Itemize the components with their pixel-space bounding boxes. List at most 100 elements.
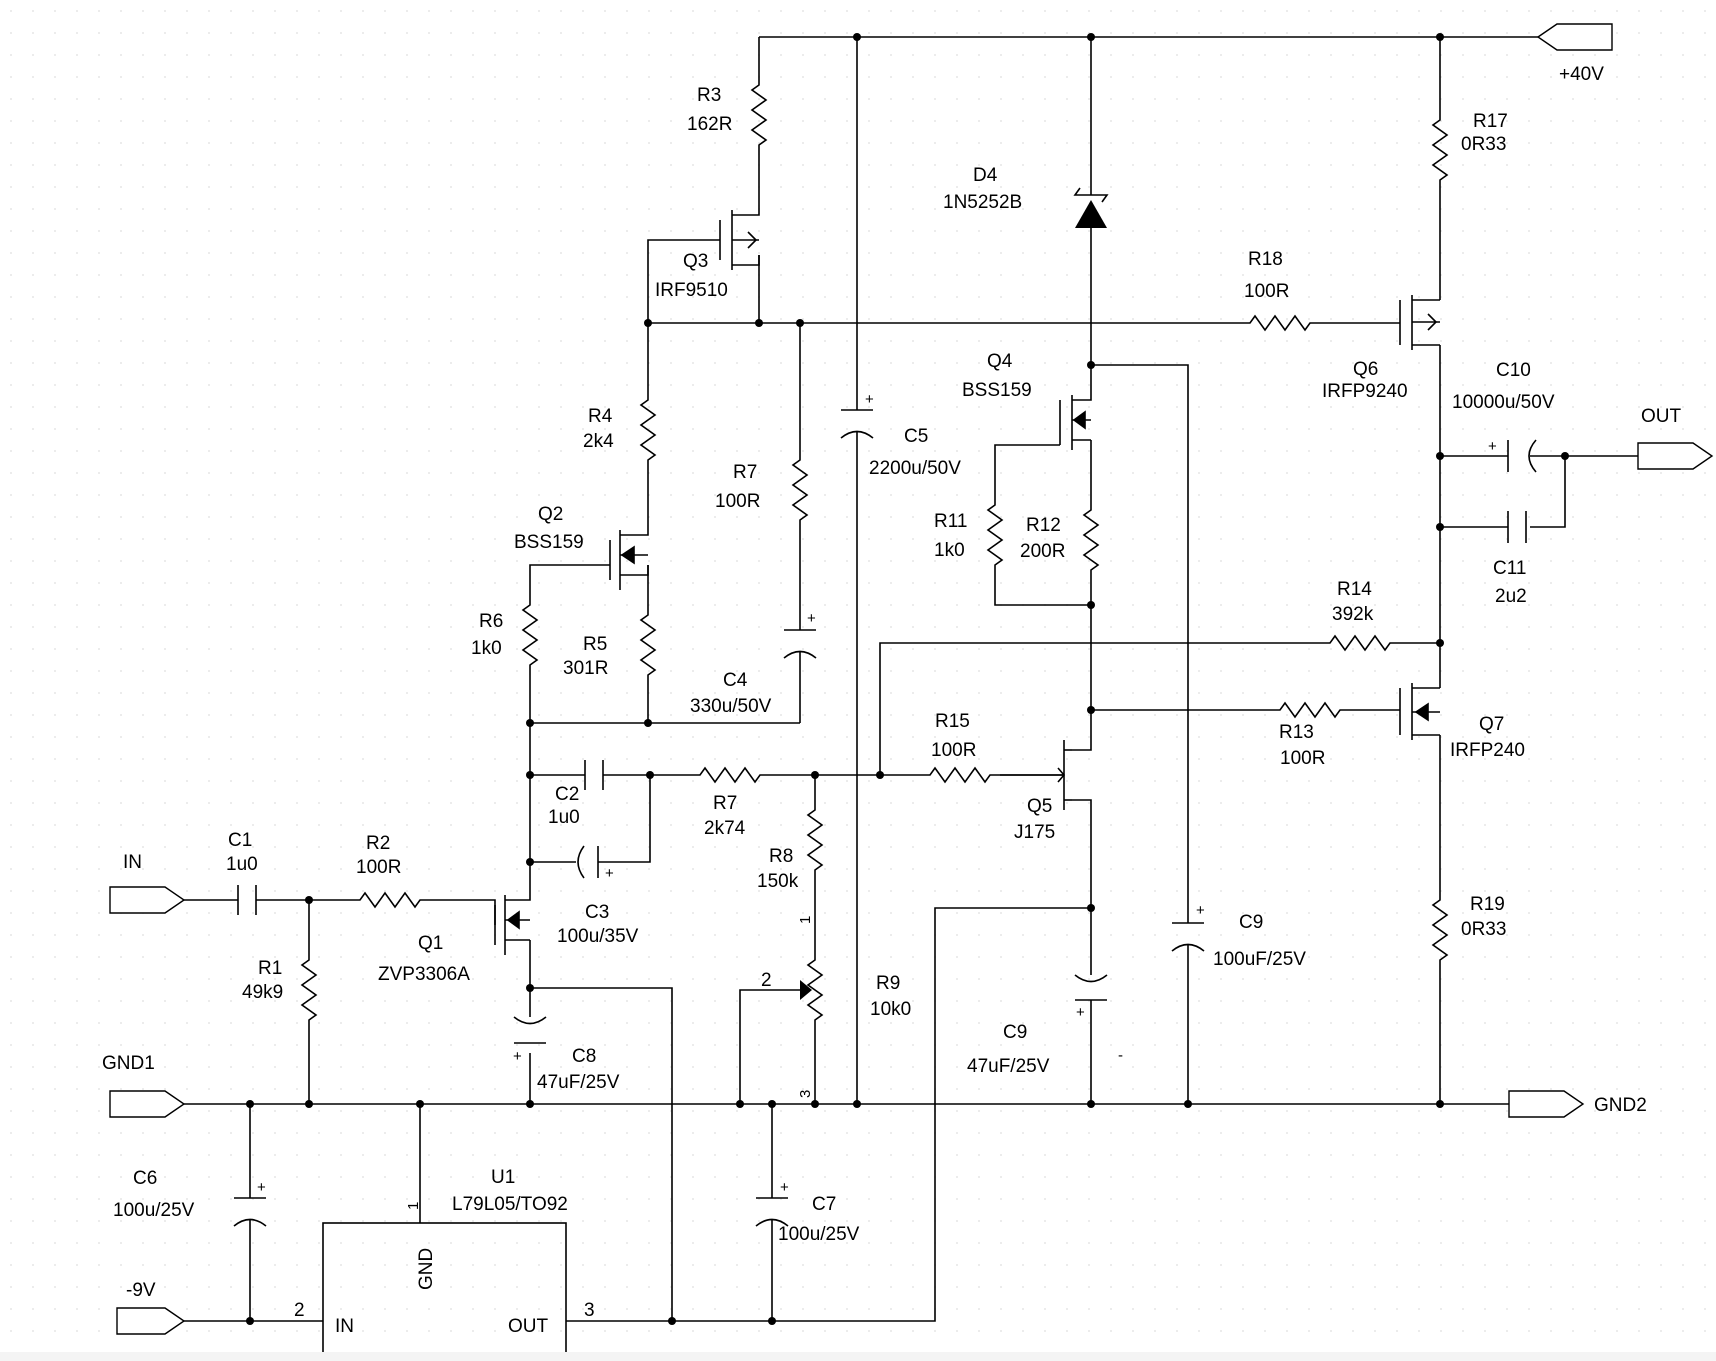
port-in[interactable] <box>109 886 186 914</box>
wire-q5-drain <box>1072 735 1092 751</box>
plus-mark-c4: + <box>807 610 816 627</box>
port-label-gnd1: GND1 <box>102 1053 155 1074</box>
label-d4-ref: D4 <box>973 165 998 186</box>
label-q6-ref: Q6 <box>1353 359 1378 380</box>
mosfet-q7 <box>1399 683 1440 740</box>
capacitor-c2 <box>584 760 604 790</box>
label-r14-ref: R14 <box>1337 579 1372 600</box>
resistor-r7a <box>792 449 808 531</box>
label-c5-value: 2200u/50V <box>869 458 961 479</box>
mosfet-q3 <box>719 205 760 270</box>
pin-num-r9-1: 1 <box>797 916 814 924</box>
port-label-in: IN <box>123 852 142 873</box>
label-c4-ref: C4 <box>723 670 748 691</box>
label-r12-ref: R12 <box>1026 515 1061 536</box>
port-gnd1[interactable] <box>109 1090 186 1118</box>
label-r7a-ref: R7 <box>733 462 757 483</box>
mosfet-q6 <box>1399 295 1440 350</box>
wire-q3-gate <box>647 239 720 323</box>
wire-q4-gate <box>994 444 1060 495</box>
mosfet-q1 <box>494 890 531 955</box>
capacitor-c9a <box>1171 922 1205 952</box>
plus-mark-c3: + <box>605 865 614 882</box>
jfet-q5 <box>1000 740 1072 810</box>
label-r15-value: 100R <box>931 740 976 761</box>
wire-u1-out <box>566 907 1091 1322</box>
wire-r2-q1 <box>430 899 496 925</box>
labels: IN GND1 -9V +40V OUT GND2 R1 49k9 R2 100… <box>102 64 1682 1337</box>
label-c2-value: 1u0 <box>548 807 580 828</box>
resistor-r4 <box>640 389 656 471</box>
label-r13-value: 100R <box>1280 748 1325 769</box>
resistor-r3 <box>751 74 767 156</box>
port-label-vplus: +40V <box>1559 64 1604 85</box>
capacitor-c11 <box>1507 511 1527 543</box>
regulator-u1 <box>322 1222 567 1352</box>
label-r4-ref: R4 <box>588 406 613 427</box>
label-r17-ref: R17 <box>1473 111 1508 132</box>
label-r8-ref: R8 <box>769 846 793 867</box>
pin-num-r9-2: 2 <box>761 970 772 991</box>
junctions <box>246 33 1569 1325</box>
plus-mark-c7: + <box>780 1179 789 1196</box>
mosfet-q2 <box>609 525 649 590</box>
label-r3-ref: R3 <box>697 85 721 106</box>
label-r5-value: 301R <box>563 658 608 679</box>
capacitor-c10 <box>1507 439 1537 473</box>
label-q3-value: IRF9510 <box>655 280 728 301</box>
label-r19-value: 0R33 <box>1461 919 1506 940</box>
resistor-r17 <box>1432 109 1448 191</box>
port-out[interactable] <box>1637 442 1714 470</box>
capacitor-c7 <box>755 1197 789 1227</box>
label-r11-value: 1k0 <box>934 540 965 561</box>
capacitor-c1 <box>237 885 257 915</box>
port-gnd2[interactable] <box>1508 1090 1585 1118</box>
wire-r14 <box>879 642 1320 775</box>
label-r11-ref: R11 <box>934 511 967 532</box>
wire-r9-wiper <box>739 989 800 1104</box>
label-c6-value: 100u/25V <box>113 1200 195 1221</box>
label-c11-value: 2u2 <box>1495 586 1527 607</box>
label-q4-value: BSS159 <box>962 380 1032 401</box>
label-r9-ref: R9 <box>876 973 900 994</box>
label-c10-ref: C10 <box>1496 360 1531 381</box>
label-c9b-value: 47uF/25V <box>967 1056 1050 1077</box>
pin-num-u1-in: 2 <box>294 1300 305 1321</box>
label-c10-value: 10000u/50V <box>1452 392 1555 413</box>
label-r14-value: 392k <box>1332 604 1374 625</box>
label-q4-ref: Q4 <box>987 351 1013 372</box>
port-vneg[interactable] <box>116 1307 186 1335</box>
plus-mark-c9a: + <box>1196 902 1205 919</box>
label-r6-ref: R6 <box>479 611 503 632</box>
label-q7-ref: Q7 <box>1479 714 1504 735</box>
label-r1-value: 49k9 <box>242 982 283 1003</box>
label-c2-ref: C2 <box>555 784 579 805</box>
resistor-r15 <box>919 767 1001 783</box>
label-c8-ref: C8 <box>572 1046 596 1067</box>
wire-node-c <box>1091 364 1189 923</box>
label-u1-ref: U1 <box>491 1167 515 1188</box>
label-q1-ref: Q1 <box>418 933 443 954</box>
label-r3-value: 162R <box>687 114 732 135</box>
label-q3-ref: Q3 <box>683 251 708 272</box>
label-u1-value: L79L05/TO92 <box>452 1194 568 1215</box>
label-q6-value: IRFP9240 <box>1322 381 1408 402</box>
resistor-r11 <box>987 494 1003 576</box>
port-vplus[interactable] <box>1536 23 1613 51</box>
label-q7-value: IRFP240 <box>1450 740 1525 761</box>
label-r8-value: 150k <box>757 871 799 892</box>
label-c9a-ref: C9 <box>1239 912 1263 933</box>
plus-mark-c10: + <box>1488 438 1497 455</box>
wires <box>184 36 1638 1322</box>
resistor-r2 <box>349 892 431 908</box>
label-c7-ref: C7 <box>812 1194 836 1215</box>
label-u1-pin-out: OUT <box>508 1316 549 1337</box>
label-r7b-value: 2k74 <box>704 818 746 839</box>
label-r7b-ref: R7 <box>713 793 737 814</box>
plus-mark-c5: + <box>865 391 874 408</box>
label-r15-ref: R15 <box>935 711 970 732</box>
port-label-vneg: -9V <box>126 1280 156 1301</box>
resistor-r18 <box>1239 315 1321 331</box>
resistor-r6 <box>522 594 538 676</box>
